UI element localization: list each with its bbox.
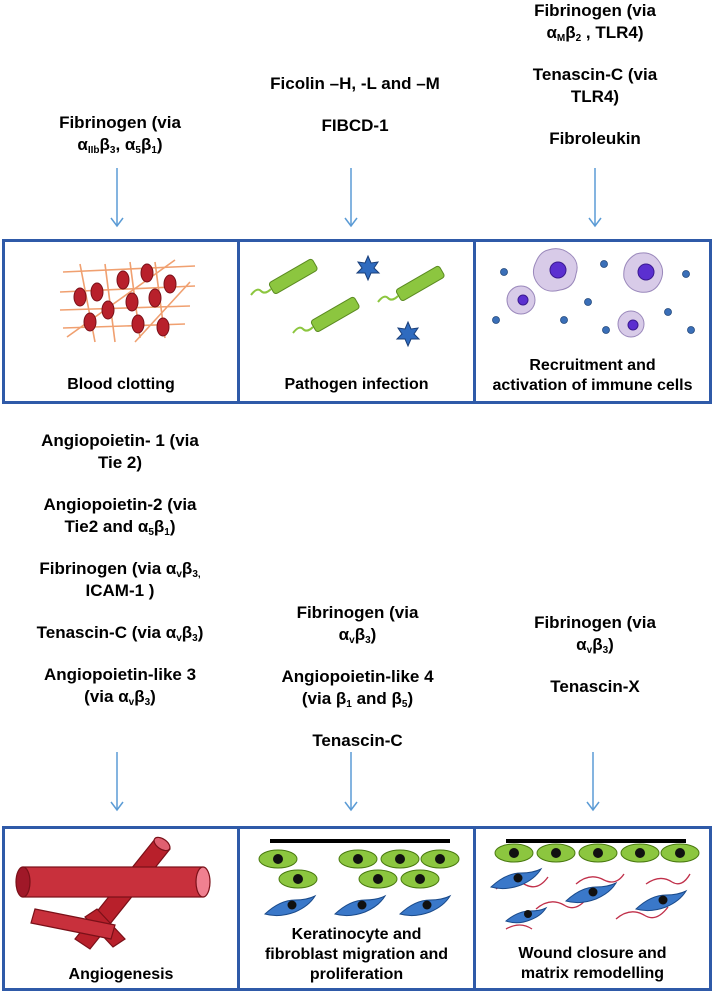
caption-wound-closure: Wound closure and matrix remodelling xyxy=(518,945,667,982)
label-immune-ligands: Fibrinogen (via αMβ2 , TLR4) Tenascin-C … xyxy=(532,1,658,148)
arrow-down-icon xyxy=(110,752,124,812)
box-blood-clotting: Blood clotting xyxy=(2,239,240,404)
label-wound-ligands: Fibrinogen (via αvβ3) Tenascin-X xyxy=(534,613,656,696)
box-pathogen-infection: Pathogen infection xyxy=(237,239,476,404)
label-angiogenesis-ligands: Angiopoietin- 1 (via Tie 2) Angiopoietin… xyxy=(36,431,204,708)
caption-angiogenesis: Angiogenesis xyxy=(68,966,174,983)
arrow-down-icon xyxy=(344,168,358,228)
pathogen-icon xyxy=(250,254,445,348)
arrow-down-icon xyxy=(588,168,602,228)
caption-keratinocyte-migration: Keratinocyte and fibroblast migration an… xyxy=(264,926,449,983)
label-ficolin: Ficolin –H, -L and –M FIBCD-1 xyxy=(270,74,440,135)
caption-blood-clotting: Blood clotting xyxy=(67,376,175,393)
caption-pathogen-infection: Pathogen infection xyxy=(284,376,429,393)
box-keratinocyte-migration: Keratinocyte and fibroblast migration an… xyxy=(237,826,476,991)
box-wound-closure: Wound closure and matrix remodelling xyxy=(473,826,712,991)
blood-clot-icon xyxy=(59,259,196,343)
box-angiogenesis: Angiogenesis xyxy=(2,826,240,991)
keratinocyte-fibroblast-icon xyxy=(258,839,460,917)
label-migration-ligands: Fibrinogen (via αvβ3) Angiopoietin-like … xyxy=(281,603,434,750)
immune-cells-icon xyxy=(492,248,695,338)
caption-immune-cells: Recruitment and activation of immune cel… xyxy=(492,357,693,394)
box-immune-cells: Recruitment and activation of immune cel… xyxy=(473,239,712,404)
label-fibrinogen-integrins: Fibrinogen (via αIIbβ3, α5β1) xyxy=(59,113,181,156)
arrow-down-icon xyxy=(110,168,124,228)
arrow-down-icon xyxy=(586,752,600,812)
blood-vessel-icon xyxy=(15,836,211,950)
wound-closure-icon xyxy=(490,839,700,930)
arrow-down-icon xyxy=(344,752,358,812)
